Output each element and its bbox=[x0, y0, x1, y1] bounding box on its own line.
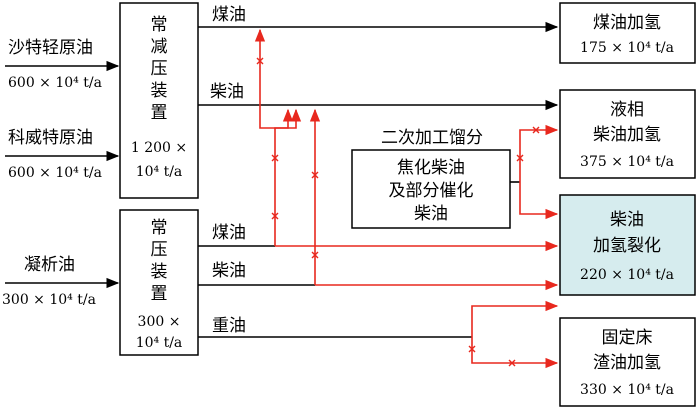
unit-atmospheric-box bbox=[119, 209, 199, 356]
unit-kerosene-hydrotreating: 煤油加氢 175 × 10⁴ t/a bbox=[559, 2, 696, 64]
hydrocracking-capacity: 220 × 10⁴ t/a bbox=[580, 267, 674, 283]
unit-diesel-hydrotreating: 液相 柴油加氢 375 × 10⁴ t/a bbox=[559, 89, 696, 179]
diesel-hydro-line1: 液相 bbox=[610, 100, 644, 120]
adu-char-3: 装 bbox=[151, 262, 168, 282]
feed-saudi-light-label: 沙特轻原油 bbox=[8, 38, 93, 58]
feed-condensate-label: 凝析油 bbox=[24, 255, 75, 275]
valve-mark bbox=[508, 359, 516, 367]
unit-atmospheric-vacuum: 常 减 压 装 置 1 200 × 10⁴ t/a bbox=[119, 2, 199, 199]
avu-char-3: 压 bbox=[151, 59, 168, 79]
feed-condensate: 凝析油 300 × 10⁴ t/a bbox=[2, 255, 120, 308]
unit-kerosene-hydrotreating-box bbox=[559, 2, 696, 64]
resid-hydro-line2: 渣油加氢 bbox=[593, 353, 661, 373]
hydrocracking-line2: 加氢裂化 bbox=[593, 236, 661, 256]
avu-capacity-1: 1 200 × bbox=[131, 140, 187, 156]
valve-mark bbox=[256, 57, 264, 65]
adu-capacity-2: 10⁴ t/a bbox=[136, 335, 183, 351]
unit-residue-hydrotreating: 固定床 渣油加氢 330 × 10⁴ t/a bbox=[559, 317, 696, 407]
unit-residue-hydrotreating-box bbox=[559, 317, 696, 407]
resid-hydro-capacity: 330 × 10⁴ t/a bbox=[580, 382, 674, 398]
secondary-title: 二次加工馏分 bbox=[381, 128, 483, 148]
valve-marks bbox=[256, 57, 540, 367]
red-secondary-to-diesel-hydro bbox=[519, 124, 559, 182]
adu-char-4: 置 bbox=[151, 284, 168, 304]
black-flow-lines bbox=[198, 21, 559, 338]
avu-capacity-2: 10⁴ t/a bbox=[136, 164, 183, 180]
valve-mark bbox=[311, 171, 319, 179]
red-heavy-to-hydrocracking bbox=[471, 300, 559, 337]
secondary-fractions: 二次加工馏分 焦化柴油 及部分催化 柴油 bbox=[351, 128, 511, 229]
feed-saudi-light-amount: 600 × 10⁴ t/a bbox=[8, 75, 102, 91]
feed-kuwait-amount: 600 × 10⁴ t/a bbox=[8, 165, 102, 181]
valve-mark bbox=[468, 345, 476, 353]
secondary-line2: 及部分催化 bbox=[389, 181, 474, 201]
red-adu-kerosene-up bbox=[274, 108, 302, 246]
kero-hydro-label: 煤油加氢 bbox=[593, 13, 661, 33]
avu-char-1: 常 bbox=[151, 15, 168, 35]
red-heavy-to-residue bbox=[471, 337, 559, 369]
red-avu-diesel-loop bbox=[259, 105, 294, 129]
unit-diesel-hydrotreating-box bbox=[559, 89, 696, 179]
adu-char-2: 压 bbox=[151, 240, 168, 260]
unit-atmospheric-vacuum-box bbox=[119, 2, 199, 199]
hydrocracking-line1: 柴油 bbox=[610, 210, 644, 230]
feed-kuwait-label: 科威特原油 bbox=[8, 128, 93, 148]
diesel-hydro-line2: 柴油加氢 bbox=[593, 125, 661, 145]
feed-condensate-amount: 300 × 10⁴ t/a bbox=[2, 292, 96, 308]
adu-char-1: 常 bbox=[151, 218, 168, 238]
secondary-line3: 柴油 bbox=[414, 204, 448, 224]
valve-mark bbox=[311, 251, 319, 259]
diesel-hydro-capacity: 375 × 10⁴ t/a bbox=[580, 154, 674, 170]
stream-label-avu-kerosene: 煤油 bbox=[212, 5, 246, 25]
resid-hydro-line1: 固定床 bbox=[602, 328, 653, 348]
stream-label-adu-diesel: 柴油 bbox=[212, 261, 246, 281]
unit-hydrocracking-box bbox=[559, 194, 696, 296]
valve-mark bbox=[532, 126, 540, 134]
secondary-line1: 焦化柴油 bbox=[397, 158, 465, 178]
red-secondary-to-hydrocracking bbox=[519, 182, 559, 220]
valve-mark bbox=[516, 154, 524, 162]
avu-char-4: 装 bbox=[151, 81, 168, 101]
feed-kuwait: 科威特原油 600 × 10⁴ t/a bbox=[5, 128, 120, 181]
stream-label-adu-kerosene: 煤油 bbox=[212, 223, 246, 243]
stream-label-avu-diesel: 柴油 bbox=[210, 82, 244, 102]
adu-capacity-1: 300 × bbox=[138, 314, 181, 330]
secondary-fractions-box bbox=[351, 149, 511, 229]
valve-mark bbox=[271, 154, 279, 162]
stream-label-adu-heavy: 重油 bbox=[212, 316, 246, 336]
valve-mark bbox=[271, 212, 279, 220]
unit-atmospheric: 常 压 装 置 300 × 10⁴ t/a bbox=[119, 209, 199, 356]
red-flow-lines bbox=[254, 28, 559, 369]
unit-hydrocracking: 柴油 加氢裂化 220 × 10⁴ t/a bbox=[559, 194, 696, 296]
avu-char-2: 减 bbox=[151, 37, 168, 57]
feed-saudi-light: 沙特轻原油 600 × 10⁴ t/a bbox=[5, 38, 120, 91]
avu-char-5: 置 bbox=[151, 103, 168, 123]
kero-hydro-capacity: 175 × 10⁴ t/a bbox=[580, 40, 674, 56]
